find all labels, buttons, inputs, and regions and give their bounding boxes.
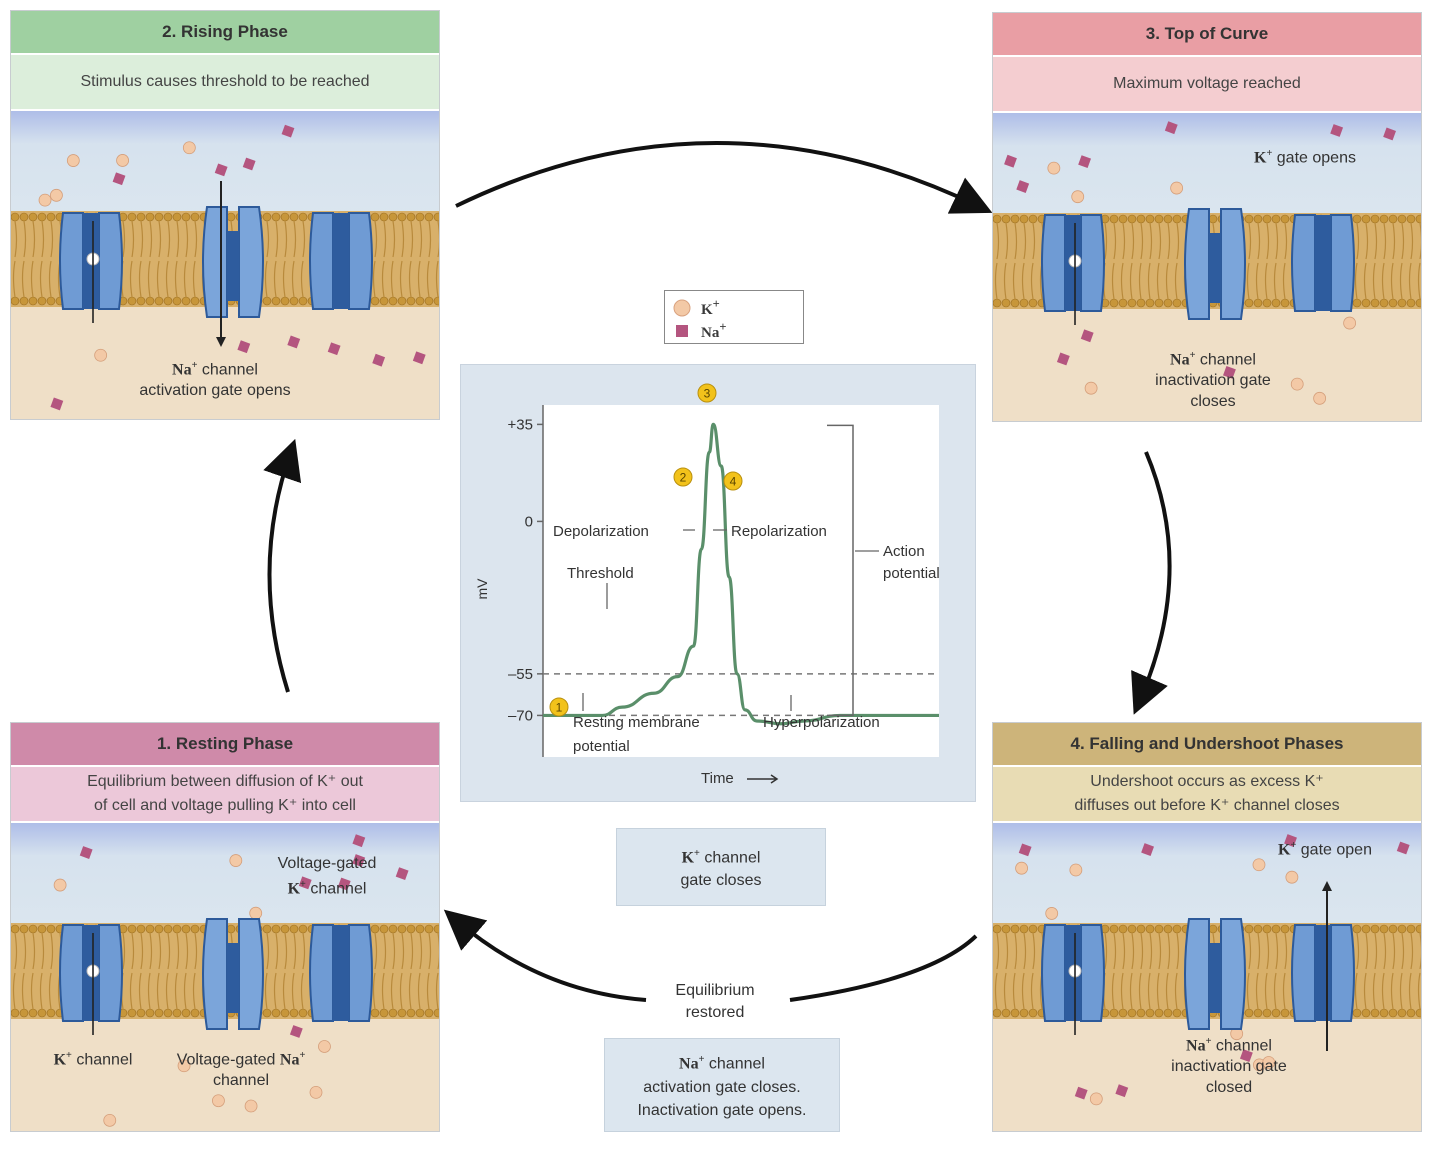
action-potential-chart: +35 0 –55 –70 mV Time Depolarization Repolariza… [460, 364, 976, 802]
resting-label-line1: Resting membrane [573, 714, 700, 731]
na-activation-label: Na+ channel activation gate opens [139, 360, 291, 400]
phase-marker-4 [723, 471, 743, 491]
k-channel-gate-note: K+ channel gate closes [616, 828, 826, 906]
membrane-scene: K+ gate open Na+ channel inactivation ga… [993, 823, 1421, 1131]
repolarization-label: Repolarization [731, 523, 827, 540]
hyperpolarization-label: Hyperpolarization [763, 714, 880, 731]
membrane-illustration [993, 823, 1421, 1131]
phase-marker-1 [549, 697, 569, 717]
phase-marker-label: 3 [704, 387, 711, 401]
threshold-label: Threshold [567, 565, 634, 582]
equilibrium-restored-label: Equilibrium restored [675, 982, 755, 1021]
y-tick-label: 0 [525, 513, 533, 530]
membrane-scene: Voltage-gated K+ channel K+ channel Volt… [11, 823, 439, 1131]
arrow-top-to-falling [1131, 451, 1172, 715]
arrow-rising-to-top [455, 141, 993, 214]
arrow-resting-to-rising [263, 438, 302, 693]
y-tick-label: –70 [508, 707, 533, 724]
k-channel-label: K+ channel [53, 1050, 133, 1069]
arrow-falling-to-resting [789, 934, 978, 1002]
panel-description: Undershoot occurs as excess K⁺ diffuses … [993, 765, 1421, 823]
arrow-falling-to-resting-2 [443, 909, 647, 1002]
y-tick-label: +35 [508, 416, 533, 433]
phase-marker-label: 1 [556, 701, 563, 715]
x-axis-label: Time [701, 770, 734, 787]
voltage-gated-na-label: Voltage-gated Na+ channel [176, 1050, 306, 1090]
y-tick-label: –55 [508, 666, 533, 683]
phase-marker-3 [697, 383, 717, 403]
membrane-scene: Na+ channel activation gate opens [11, 111, 439, 419]
panel-description: Stimulus causes threshold to be reached [11, 53, 439, 111]
na-channel-gate-note: Na+ channel activation gate closes. Inac… [604, 1038, 840, 1132]
phase-marker-label: 4 [730, 475, 737, 489]
action-potential-bracket [827, 424, 854, 717]
top-of-curve-panel: 3. Top of Curve Maximum voltage reached … [992, 12, 1422, 422]
y-axis-label: mV [474, 578, 490, 600]
panel-description: Maximum voltage reached [993, 55, 1421, 113]
panel-description: Equilibrium between diffusion of K⁺ out … [11, 765, 439, 823]
na-ion-icon [676, 325, 688, 337]
resting-label-line2: potential [573, 738, 630, 755]
action-label-line1: Action [883, 543, 925, 560]
k-ion-icon [673, 299, 691, 317]
phase-marker-2 [673, 467, 693, 487]
membrane-illustration [11, 823, 439, 1131]
x-axis-arrow [747, 774, 779, 784]
panel-title: 3. Top of Curve [993, 13, 1421, 55]
voltage-gated-k-label: Voltage-gated K+ channel [277, 855, 377, 898]
action-label-line2: potential [883, 565, 940, 582]
panel-title: 2. Rising Phase [11, 11, 439, 53]
falling-phase-panel: 4. Falling and Undershoot Phases Undersh… [992, 722, 1422, 1132]
ion-legend: K+ Na+ [664, 290, 804, 344]
panel-title: 1. Resting Phase [11, 723, 439, 765]
phase-marker-label: 2 [680, 471, 687, 485]
membrane-scene: K+ gate opens Na+ channel inactivation g… [993, 113, 1421, 421]
panel-title: 4. Falling and Undershoot Phases [993, 723, 1421, 765]
action-potential-curve [543, 422, 939, 726]
k-gate-open-label: K+ gate open [1278, 840, 1372, 859]
membrane-illustration [11, 111, 439, 419]
chart-plot: +35 0 –55 –70 mV Time Depolarization Repolariza… [474, 383, 940, 787]
rising-phase-panel: 2. Rising Phase Stimulus causes threshol… [10, 10, 440, 420]
membrane-illustration [993, 113, 1421, 421]
resting-phase-panel: 1. Resting Phase Equilibrium between dif… [10, 722, 440, 1132]
legend-item-k: K+ [673, 297, 720, 319]
depolarization-label: Depolarization [553, 523, 649, 540]
legend-item-na: Na+ [673, 320, 726, 342]
k-gate-opens-label: K+ gate opens [1254, 148, 1356, 167]
na-inactivation-closed-label: Na+ channel inactivation gate closed [1171, 1036, 1287, 1097]
na-inactivation-label: Na+ channel inactivation gate closes [1155, 350, 1271, 411]
